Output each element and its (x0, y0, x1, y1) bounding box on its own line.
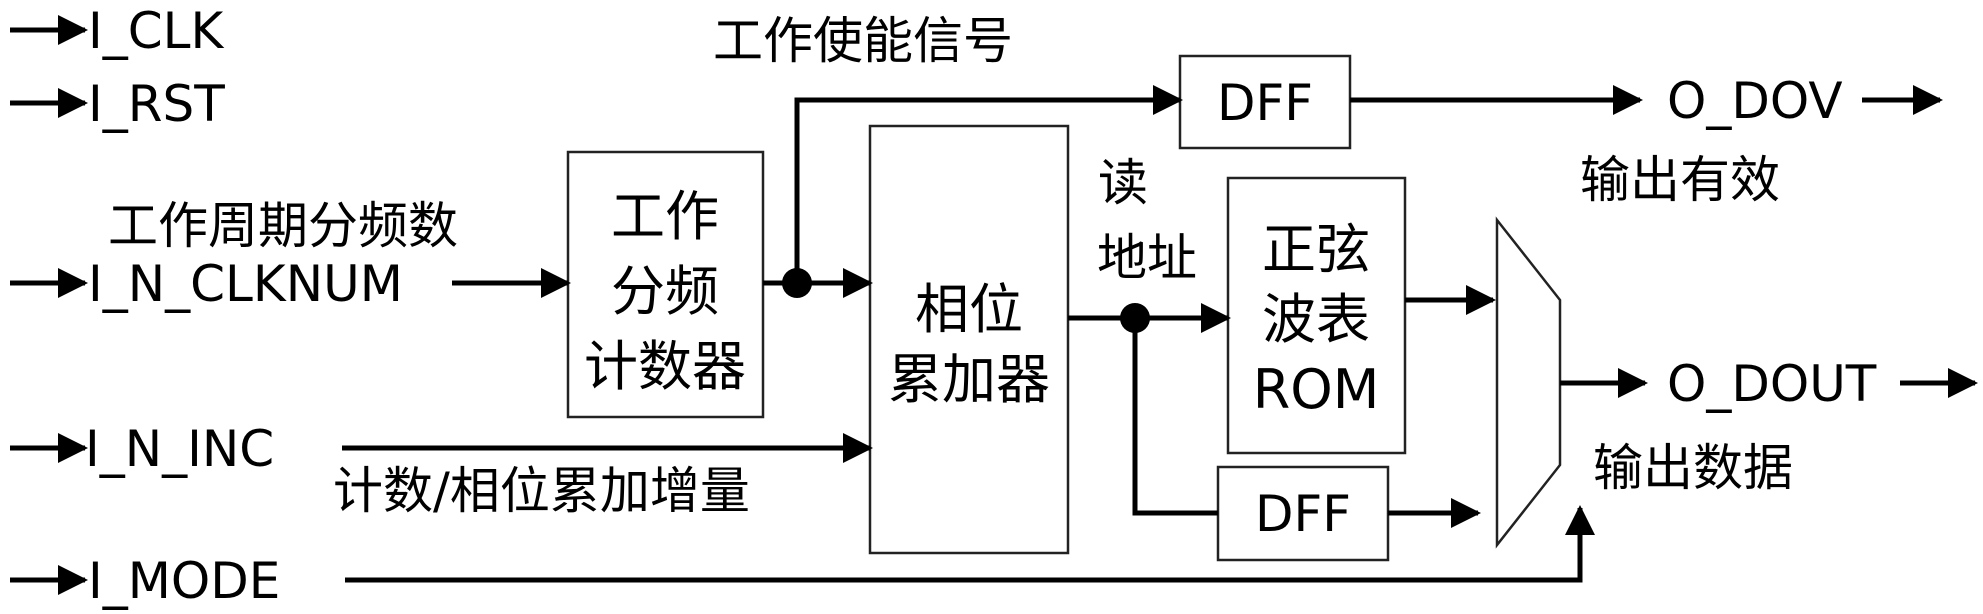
sine-rom-block (1226, 176, 1407, 455)
mode-input-label: I_MODE (88, 552, 280, 610)
divider-counter-label-line3: 计数器 (584, 335, 746, 398)
phase-accumulator-block (868, 124, 1070, 555)
sine-rom-label-line3: ROM (1253, 358, 1380, 421)
dff-bottom-block (1216, 465, 1390, 562)
dff-top-label: DFF (1217, 74, 1313, 132)
increment-label: 计数/相位累加增量 (333, 462, 750, 520)
dff-top-block (1178, 54, 1352, 150)
sine-rom-label-line2: 波表 (1262, 288, 1370, 351)
sine-rom-label-line1: 正弦 (1262, 218, 1370, 281)
dout-output-label: O_DOUT (1667, 355, 1877, 413)
n-inc-input-label: I_N_INC (85, 420, 274, 478)
dov-output-label: O_DOV (1667, 72, 1843, 130)
read-address-label-line1: 读 (1098, 154, 1148, 212)
n-clknum-input-label: I_N_CLKNUM (88, 255, 403, 313)
dff-bottom-label: DFF (1255, 485, 1351, 543)
divider-counter-block (566, 150, 765, 419)
clock-divisor-label: 工作周期分频数 (108, 197, 458, 255)
phase-accumulator-label-line1: 相位 (915, 278, 1023, 341)
output-mux-block (1495, 216, 1562, 549)
mode-to-mux-wire (345, 505, 1595, 583)
address-to-dff-wire (1132, 318, 1218, 516)
enable-signal-label: 工作使能信号 (713, 12, 1013, 70)
enable-to-dff-wire (794, 85, 1183, 283)
enable-junction-dot (782, 268, 812, 298)
output-valid-label: 输出有效 (1580, 151, 1780, 209)
divider-counter-label-line1: 工作 (611, 185, 719, 248)
read-address-label-line2: 地址 (1097, 229, 1197, 287)
clk-input-label: I_CLK (88, 2, 225, 60)
rst-input-label: I_RST (88, 75, 225, 133)
phase-accumulator-label-line2: 累加器 (888, 348, 1050, 411)
divider-counter-label-line2: 分频 (611, 260, 719, 323)
output-data-label: 输出数据 (1593, 439, 1793, 497)
